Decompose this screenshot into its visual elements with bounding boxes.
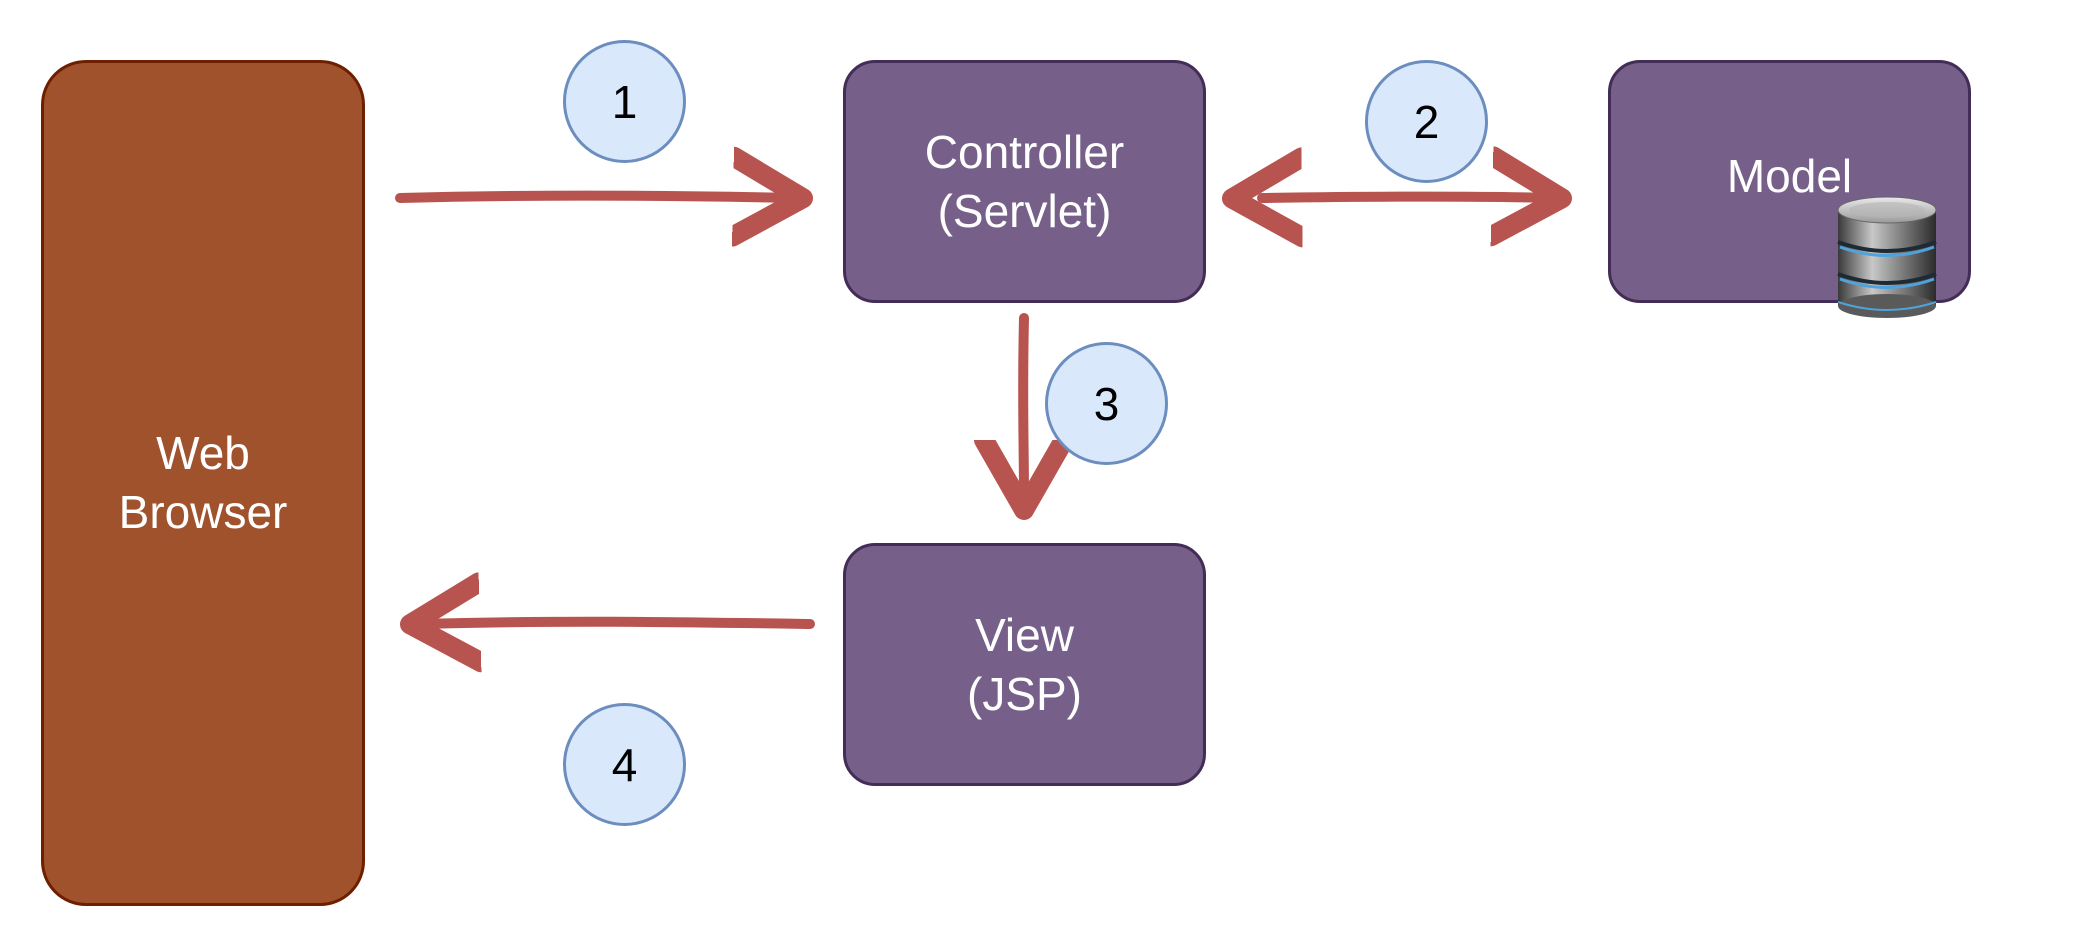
controller-label-line2: (Servlet): [937, 184, 1112, 237]
step-badge-1: 1: [563, 40, 686, 163]
controller-label-line1: Controller: [924, 125, 1125, 178]
forward-to-view-arrow: [1023, 313, 1024, 500]
view-label-line2: (JSP): [967, 667, 1082, 720]
database-icon: [1837, 196, 1937, 318]
controller-node: Controller (Servlet): [843, 60, 1206, 303]
model-label: Model: [1726, 150, 1853, 202]
step-badge-4: 4: [563, 703, 686, 826]
step-badge-3: 3: [1045, 342, 1168, 465]
view-node: View (JSP): [843, 543, 1206, 786]
web-browser-label-line2: Browser: [118, 486, 288, 538]
web-browser-node: Web Browser: [41, 60, 365, 906]
web-browser-label-line1: Web: [156, 427, 250, 479]
response-arrow: [420, 622, 815, 624]
step-badge-2: 2: [1365, 60, 1488, 183]
view-label-line1: View: [975, 608, 1074, 661]
request-arrow: [395, 196, 793, 198]
controller-model-arrow: [1262, 197, 1552, 199]
